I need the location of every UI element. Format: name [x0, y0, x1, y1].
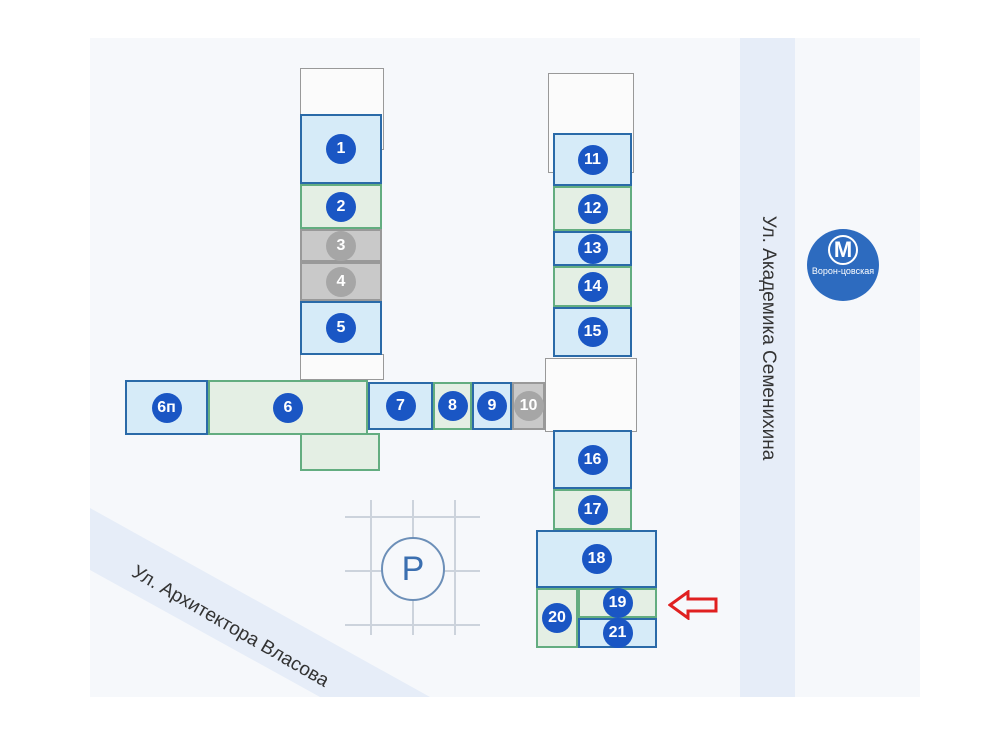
unit-number-marker[interactable]: 13: [577, 233, 608, 264]
unit-number-marker[interactable]: 8: [437, 391, 468, 421]
unit-number-marker[interactable]: 21: [602, 618, 633, 648]
unit-number-marker[interactable]: 2: [326, 191, 356, 222]
street-arkhitektora-vlasova: [90, 508, 430, 697]
parking-line: [370, 500, 372, 635]
unit-number-marker[interactable]: 7: [385, 391, 416, 421]
street-akademika-semenikhina: Ул. Академика Семенихина: [740, 38, 795, 697]
unit-15[interactable]: 15: [553, 307, 632, 357]
unit-19[interactable]: 19: [578, 588, 657, 618]
metro-logo: М: [828, 235, 858, 265]
unit-number-marker[interactable]: 10: [513, 391, 544, 421]
unit-10[interactable]: 10: [512, 382, 545, 430]
unit-number-marker[interactable]: 4: [326, 266, 356, 297]
unit-17[interactable]: 17: [553, 489, 632, 530]
parking-line: [454, 500, 456, 635]
unit-6п[interactable]: 6п: [125, 380, 208, 435]
unit-13[interactable]: 13: [553, 231, 632, 266]
unit-4[interactable]: 4: [300, 262, 382, 301]
unit-number-marker[interactable]: 6: [273, 392, 303, 423]
unit-number-marker[interactable]: 20: [542, 603, 572, 633]
unit-number-marker[interactable]: 15: [577, 317, 608, 347]
unit-number-marker[interactable]: 11: [577, 144, 608, 175]
unit-number-marker[interactable]: 14: [577, 271, 608, 302]
metro-station-name: Ворон-цовская: [811, 266, 875, 276]
unit-5[interactable]: 5: [300, 301, 382, 355]
unit-6[interactable]: 6: [208, 380, 368, 435]
floor-plan-map: Ул. Архитектора Власова Ул. Академика Се…: [90, 38, 920, 697]
unit-2[interactable]: 2: [300, 184, 382, 229]
building-connector: [545, 358, 637, 432]
unit-11[interactable]: 11: [553, 133, 632, 186]
unit-16[interactable]: 16: [553, 430, 632, 489]
unit-number-marker[interactable]: 16: [577, 444, 608, 475]
unit-12[interactable]: 12: [553, 186, 632, 231]
unit-number-marker[interactable]: 3: [326, 230, 356, 261]
unit-7[interactable]: 7: [368, 382, 433, 430]
location-arrow-icon: [668, 590, 718, 620]
unit-8[interactable]: 8: [433, 382, 472, 430]
parking-icon: P: [381, 537, 445, 601]
unit-number-marker[interactable]: 17: [577, 494, 608, 525]
unit-9[interactable]: 9: [472, 382, 512, 430]
unit-14[interactable]: 14: [553, 266, 632, 307]
unit-number-marker[interactable]: 6п: [151, 392, 182, 423]
street-label: Ул. Академика Семенихина: [757, 215, 779, 461]
unit-number-marker[interactable]: 9: [477, 391, 507, 421]
metro-icon: М Ворон-цовская: [807, 229, 879, 301]
unit-number-marker[interactable]: 1: [326, 134, 356, 164]
unit-number-marker[interactable]: 19: [602, 588, 633, 618]
unit-number-marker[interactable]: 5: [326, 313, 356, 343]
unit-6-annex[interactable]: [300, 433, 380, 471]
parking-label: P: [401, 549, 425, 588]
unit-number-marker[interactable]: 18: [581, 544, 612, 574]
unit-18[interactable]: 18: [536, 530, 657, 588]
unit-21[interactable]: 21: [578, 618, 657, 648]
unit-3[interactable]: 3: [300, 229, 382, 262]
unit-20[interactable]: 20: [536, 588, 578, 648]
building-stairs: [300, 354, 384, 380]
unit-1[interactable]: 1: [300, 114, 382, 184]
unit-number-marker[interactable]: 12: [577, 193, 608, 224]
